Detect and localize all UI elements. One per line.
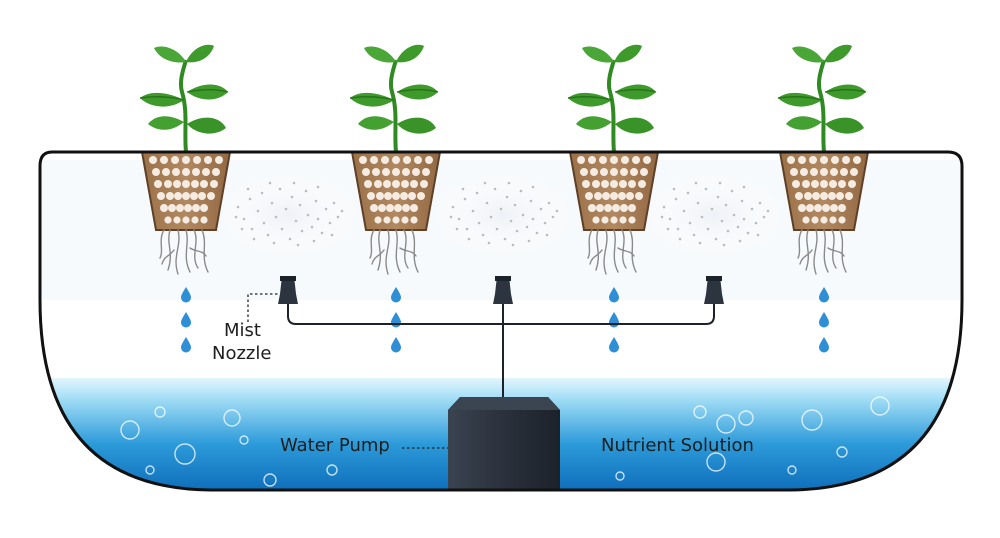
plant-icon	[566, 42, 658, 154]
bubble-icon	[239, 435, 249, 445]
bubble-icon	[263, 473, 277, 487]
mist-nozzle-icon	[278, 276, 298, 304]
bubble-icon	[693, 405, 707, 419]
mist-cloud	[644, 173, 784, 257]
bubble-icon	[738, 410, 754, 426]
mist-nozzle-icon	[493, 276, 513, 304]
bubble-icon	[787, 465, 797, 475]
label-mist: Mist	[224, 320, 261, 341]
bubble-icon	[706, 452, 726, 472]
bubbles	[120, 396, 890, 487]
bubble-icon	[836, 446, 848, 458]
bubble-icon	[120, 420, 140, 440]
bubble-icon	[615, 471, 625, 481]
label-nozzle: Nozzle	[212, 343, 271, 364]
bubble-icon	[223, 409, 241, 427]
bubble-icon	[174, 443, 196, 465]
plant-icon	[348, 42, 440, 154]
pipe-network	[287, 304, 715, 398]
distribution-pipe	[287, 304, 715, 325]
water-pump	[448, 397, 560, 490]
tank-outline	[38, 150, 964, 492]
label-water-pump: Water Pump	[280, 435, 390, 456]
mist-nozzle-icon	[704, 276, 724, 304]
plant-icon	[776, 42, 868, 154]
bubble-icon	[145, 465, 155, 475]
mist-cloud	[218, 173, 358, 257]
bubble-icon	[716, 414, 736, 434]
bubble-icon	[870, 396, 890, 416]
label-nutrient-solution: Nutrient Solution	[601, 435, 754, 456]
plant-icon	[138, 42, 230, 154]
mist-cloud	[433, 173, 573, 257]
bubble-icon	[326, 464, 338, 476]
bubble-icon	[154, 406, 166, 418]
bubble-icon	[801, 409, 823, 431]
mist-clouds	[218, 173, 784, 257]
